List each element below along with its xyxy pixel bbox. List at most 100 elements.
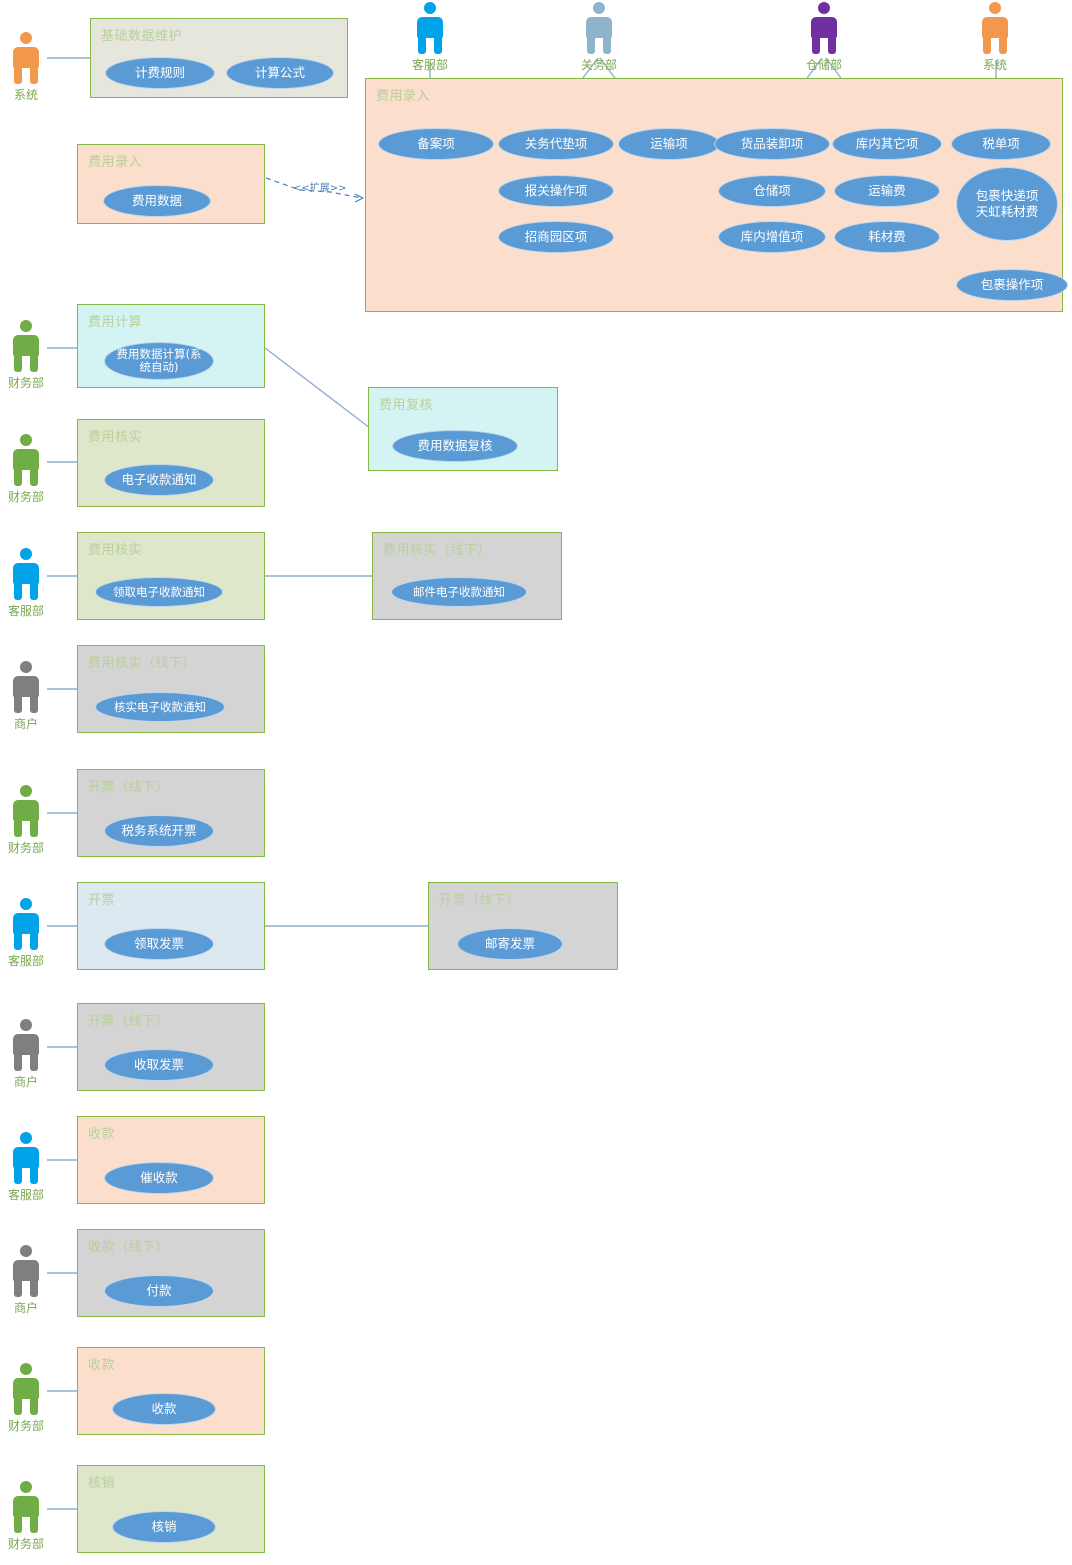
actor-icon (9, 1132, 43, 1184)
usecase-warehouse-value-added-item[interactable]: 库内增值项 (718, 221, 826, 253)
actor-label: 客服部 (7, 604, 44, 618)
package-title: 开票（线下） (88, 1014, 170, 1029)
package-collection-finance: 收款 收款 (77, 1347, 265, 1435)
actor-merchant-fee-verification[interactable]: 商户 (4, 661, 48, 732)
usecase-receive-invoice[interactable]: 收取发票 (104, 1049, 214, 1081)
package-title: 费用录入 (88, 155, 143, 170)
actor-icon (582, 2, 616, 54)
usecase-write-off[interactable]: 核销 (112, 1511, 216, 1543)
package-title: 收款（线下） (88, 1240, 170, 1255)
actor-icon (9, 434, 43, 486)
usecase-storage-item[interactable]: 仓储项 (718, 175, 826, 207)
actor-label: 关务部 (580, 58, 617, 72)
actor-icon (9, 1245, 43, 1297)
package-invoicing-offline-finance: 开票（线下） 税务系统开票 (77, 769, 265, 857)
actor-customer-service-collection[interactable]: 客服部 (4, 1132, 48, 1203)
usecase-parcel-express-tianhong-fee[interactable]: 包裹快递项 天虹耗材费 (956, 167, 1058, 241)
usecase-verify-electronic-payment-notice[interactable]: 核实电子收款通知 (95, 692, 225, 722)
usecase-billing-rule[interactable]: 计费规则 (105, 57, 215, 89)
actor-customs-dept[interactable]: 关务部 (577, 2, 621, 73)
actor-icon (413, 2, 447, 54)
actor-system-top-right[interactable]: 系统 (973, 2, 1017, 73)
actor-finance-collection[interactable]: 财务部 (4, 1363, 48, 1434)
actor-label: 客服部 (7, 1188, 44, 1202)
package-title: 开票 (88, 893, 116, 908)
package-basic-data-maintenance: 基础数据维护 计费规则 计算公式 (90, 18, 348, 98)
usecase-warehouse-other-item[interactable]: 库内其它项 (832, 128, 942, 160)
actor-label: 商户 (13, 1075, 38, 1089)
actor-icon (9, 548, 43, 600)
usecase-cargo-loading-item[interactable]: 货品装卸项 (714, 128, 830, 160)
actor-icon (9, 1481, 43, 1533)
usecase-fee-data-calculation-auto[interactable]: 费用数据计算(系 统自动) (104, 342, 214, 380)
actor-customer-service-fee-verification[interactable]: 客服部 (4, 548, 48, 619)
usecase-investment-park-item[interactable]: 招商园区项 (498, 221, 614, 253)
actor-label: 财务部 (7, 841, 44, 855)
usecase-transport-fee[interactable]: 运输费 (834, 175, 940, 207)
actor-label: 商户 (13, 717, 38, 731)
actor-icon (9, 1363, 43, 1415)
actor-label: 系统 (13, 88, 38, 102)
actor-icon (9, 32, 43, 84)
package-collection-offline-merchant: 收款（线下） 付款 (77, 1229, 265, 1317)
package-fee-review: 费用复核 费用数据复核 (368, 387, 558, 471)
package-title: 费用复核 (379, 398, 434, 413)
package-fee-verification-offline-merchant: 费用核实（线下） 核实电子收款通知 (77, 645, 265, 733)
actor-finance-invoicing[interactable]: 财务部 (4, 785, 48, 856)
package-title: 开票（线下） (439, 893, 521, 908)
package-title: 费用核实 (88, 543, 143, 558)
actor-finance-write-off[interactable]: 财务部 (4, 1481, 48, 1552)
usecase-pay[interactable]: 付款 (104, 1275, 214, 1307)
package-invoicing-service: 开票 领取发票 (77, 882, 265, 970)
usecase-fee-data[interactable]: 费用数据 (103, 185, 211, 217)
extend-stereotype-label: <<扩展>> (293, 183, 347, 194)
usecase-mail-electronic-payment-notice[interactable]: 邮件电子收款通知 (391, 577, 527, 607)
package-invoicing-offline-merchant: 开票（线下） 收取发票 (77, 1003, 265, 1091)
actor-icon (9, 785, 43, 837)
usecase-collect-invoice[interactable]: 领取发票 (104, 928, 214, 960)
usecase-fee-data-review[interactable]: 费用数据复核 (392, 430, 518, 462)
package-fee-verification-offline-right: 费用核实（线下） 邮件电子收款通知 (372, 532, 562, 620)
actor-icon (807, 2, 841, 54)
actor-system-top[interactable]: 系统 (4, 32, 48, 103)
usecase-calc-formula[interactable]: 计算公式 (226, 57, 334, 89)
actor-customer-service-invoicing[interactable]: 客服部 (4, 898, 48, 969)
package-fee-calculation: 费用计算 费用数据计算(系 统自动) (77, 304, 265, 388)
actor-customer-service-top[interactable]: 客服部 (408, 2, 452, 73)
usecase-customs-advance-item[interactable]: 关务代垫项 (498, 128, 614, 160)
usecase-tax-bill-item[interactable]: 税单项 (951, 128, 1051, 160)
actor-merchant-invoicing[interactable]: 商户 (4, 1019, 48, 1090)
actor-icon (9, 320, 43, 372)
package-title: 费用录入 (376, 89, 431, 104)
actor-warehouse-dept[interactable]: 仓储部 (802, 2, 846, 73)
usecase-tax-system-invoicing[interactable]: 税务系统开票 (104, 815, 214, 847)
actor-label: 商户 (13, 1301, 38, 1315)
package-title: 费用核实 (88, 430, 143, 445)
usecase-customs-operation-item[interactable]: 报关操作项 (498, 175, 614, 207)
actor-label: 财务部 (7, 376, 44, 390)
package-fee-verification-service: 费用核实 领取电子收款通知 (77, 532, 265, 620)
usecase-consumable-fee[interactable]: 耗材费 (834, 221, 940, 253)
package-fee-entry-main: 费用录入 备案项 关务代垫项 运输项 货品装卸项 库内其它项 税单项 报关操作项… (365, 78, 1068, 312)
actor-finance-fee-calculation[interactable]: 财务部 (4, 320, 48, 391)
package-write-off-finance: 核销 核销 (77, 1465, 265, 1553)
usecase-receive-electronic-payment-notice[interactable]: 领取电子收款通知 (95, 577, 223, 607)
package-title: 收款 (88, 1127, 116, 1142)
package-title: 费用核实（线下） (88, 656, 197, 671)
usecase-mail-invoice[interactable]: 邮寄发票 (457, 928, 563, 960)
package-title: 费用核实（线下） (383, 543, 492, 558)
actor-finance-fee-verification[interactable]: 财务部 (4, 434, 48, 505)
actor-label: 财务部 (7, 1419, 44, 1433)
usecase-transport-item[interactable]: 运输项 (618, 128, 720, 160)
actor-label: 仓储部 (805, 58, 842, 72)
usecase-receive-payment[interactable]: 收款 (112, 1393, 216, 1425)
actor-merchant-collection[interactable]: 商户 (4, 1245, 48, 1316)
usecase-parcel-operation-item[interactable]: 包裹操作项 (956, 269, 1068, 301)
usecase-electronic-payment-notice[interactable]: 电子收款通知 (104, 464, 214, 496)
usecase-filing-item[interactable]: 备案项 (378, 128, 494, 160)
usecase-urge-payment[interactable]: 催收款 (104, 1162, 214, 1194)
package-title: 收款 (88, 1358, 116, 1373)
actor-label: 系统 (982, 58, 1007, 72)
actor-icon (9, 898, 43, 950)
